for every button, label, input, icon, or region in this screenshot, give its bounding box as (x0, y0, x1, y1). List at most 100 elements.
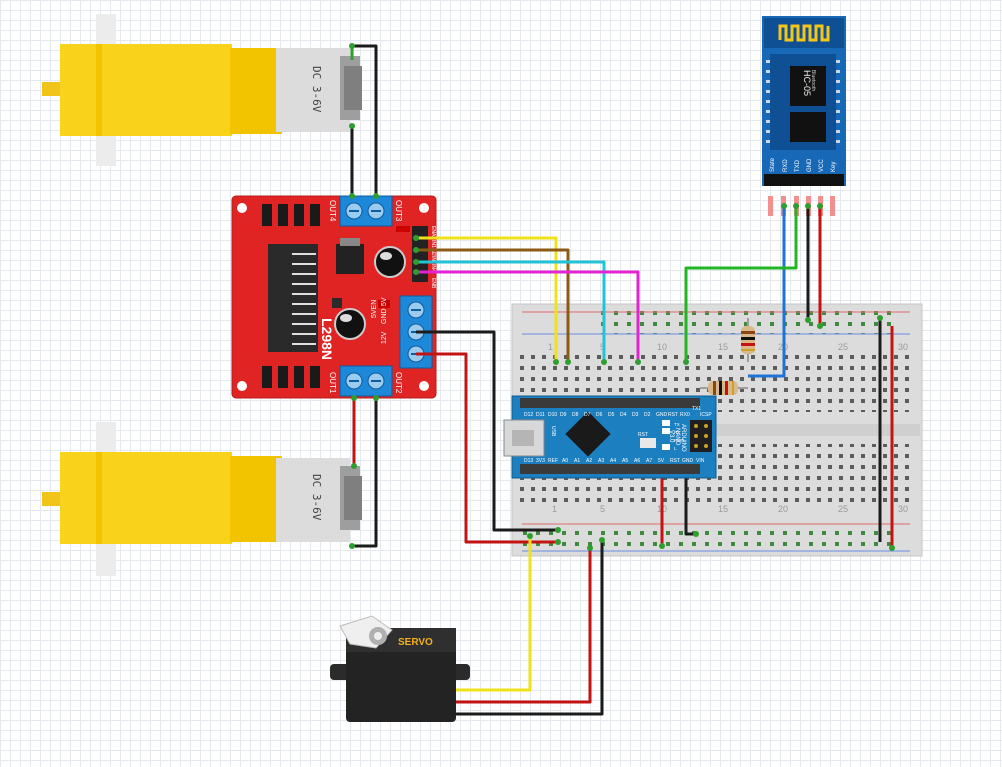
driver-out4-label: OUT4 (328, 200, 337, 222)
l298n-driver: L298N OUT4 OUT3 OUT1 OUT2 12V GND 5V 5VE… (231, 195, 437, 399)
wire-signal-yellow (416, 236, 558, 362)
nano-pin-a0: A0 (562, 458, 568, 464)
nano-model: NANO (674, 428, 680, 446)
wire-servo-signal (456, 536, 532, 692)
nano-led-rx: RX (674, 430, 680, 435)
hc05-subtitle: Bluetooth (810, 70, 816, 91)
hc05-model-label: HC-05 (802, 70, 812, 96)
nano-pin-rst-top: RST (668, 412, 678, 418)
nano-icsp-label: ICSP (700, 412, 712, 418)
nano-pin-d2: D2 (644, 412, 651, 418)
resistor-vertical (741, 318, 755, 362)
heatsink (268, 244, 318, 352)
wire-ends (349, 43, 895, 551)
nano-rst-label: RST (638, 432, 648, 438)
nano-pin-d8: D8 (572, 412, 579, 418)
driver-out3-label: OUT3 (394, 200, 403, 222)
wire-hc05-rxd (684, 206, 798, 362)
wire-servo-gnd (456, 540, 604, 716)
nano-pin-tx1: TX1 (692, 406, 701, 412)
capacitor-top (374, 246, 406, 278)
bb-num-bottom-5: 5 (600, 504, 605, 514)
wire-hc05-txd (748, 206, 786, 378)
hc05-pin-rxd: RXD (783, 159, 789, 172)
nano-pin-d9: D9 (560, 412, 567, 418)
hc05-module: HC-05 Bluetooth State RXD TXD GND VCC Ke… (762, 16, 846, 216)
wire-motor-bottom-black (352, 398, 378, 548)
bb-num-top-30: 30 (898, 342, 908, 352)
driver-out1-label: OUT1 (328, 372, 337, 394)
bb-num-top-25: 25 (838, 342, 848, 352)
wire-driver-12v (416, 352, 558, 544)
wire-signal-brown (416, 248, 570, 362)
nano-pin-a5: A5 (622, 458, 628, 464)
nano-pin-d4: D4 (620, 412, 627, 418)
driver-pin-in2: IN2 (430, 248, 436, 256)
antenna-trace (778, 24, 830, 42)
driver-pin-in3: IN3 (430, 256, 436, 264)
nano-pin-a1: A1 (574, 458, 580, 464)
resistor-horizontal (700, 381, 748, 395)
driver-gnd-label: GND (381, 308, 388, 324)
nano-pin-d3: D3 (632, 412, 639, 418)
hc05-pin-state: State (770, 157, 776, 172)
nano-pin-d11: D11 (536, 412, 545, 418)
nano-pin-a4: A4 (610, 458, 616, 464)
driver-5ven-label: 5VEN (371, 300, 378, 318)
nano-pin-vin: VIN (696, 458, 705, 464)
nano-pin-d5: D5 (608, 412, 615, 418)
nano-pin-d12: D12 (524, 412, 533, 418)
driver-pin-ena: ENA (430, 226, 436, 237)
nano-pin-a3: A3 (598, 458, 604, 464)
driver-5v-label: 5V (381, 297, 388, 306)
nano-led-pwr: PWR (674, 438, 685, 443)
bb-num-bottom-1: 1 (552, 504, 557, 514)
driver-pin-in1: IN1 (430, 240, 436, 248)
motor-top: DC 3-6V (42, 14, 362, 166)
wire-nano-gnd (684, 474, 696, 536)
nano-pin-rx0: RX0 (680, 412, 690, 418)
motor-bottom: DC 3-6V (42, 422, 362, 576)
nano-pin-ref: REF (548, 458, 558, 464)
wire-servo-vcc (456, 548, 592, 704)
driver-12v-label: 12V (381, 331, 388, 344)
nano-led-tx: TX (674, 422, 680, 427)
nano-pin-gnd-bottom: GND (682, 458, 694, 464)
arduino-nano: ARDUINO NANO V3.0 ICSP USB RST TX RX PWR… (503, 395, 717, 479)
nano-pin-rst-bottom: RST (670, 458, 680, 464)
bb-num-bottom-20: 20 (778, 504, 788, 514)
nano-pin-a7: A7 (646, 458, 652, 464)
driver-pin-enb: ENB (430, 278, 436, 289)
wire-signal-magenta (416, 270, 640, 362)
bb-num-bottom-25: 25 (838, 504, 848, 514)
nano-pin-3v3: 3V3 (536, 458, 545, 464)
nano-pin-a2: A2 (586, 458, 592, 464)
bb-num-bottom-15: 15 (718, 504, 728, 514)
driver-model-label: L298N (319, 318, 335, 360)
driver-out2-label: OUT2 (394, 372, 403, 394)
servo-motor: SERVO (330, 615, 470, 722)
nano-pin-d10: D10 (548, 412, 557, 418)
nano-pin-d6: D6 (596, 412, 603, 418)
nano-version: V3.0 (668, 430, 674, 443)
wire-motor-top-black (352, 44, 378, 196)
hc05-pin-vcc: VCC (819, 159, 825, 172)
bb-num-top-1: 1 (548, 342, 553, 352)
nano-brand: ARDUINO (680, 424, 686, 452)
nano-pin-a6: A6 (634, 458, 640, 464)
nano-pin-gnd-top: GND (656, 412, 668, 418)
wire-signal-cyan (416, 260, 606, 362)
nano-led-l: L (674, 446, 677, 451)
nano-usb-label: USB (550, 426, 556, 437)
wires (350, 44, 894, 716)
nano-pin-d13: D13 (524, 458, 533, 464)
nano-pin-d7: D7 (584, 412, 591, 418)
wire-driver-gnd (416, 330, 558, 532)
motor-top-label: DC 3-6V (310, 66, 323, 113)
bb-num-bottom-30: 30 (898, 504, 908, 514)
hc05-pin-key: Key (831, 162, 837, 172)
icsp-header (690, 420, 712, 452)
capacitor-bottom (334, 308, 366, 340)
motor-bottom-label: DC 3-6V (310, 474, 323, 521)
